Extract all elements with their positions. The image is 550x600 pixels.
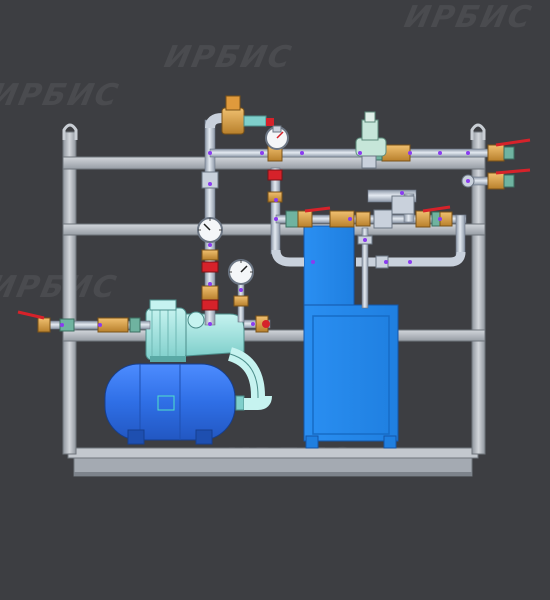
- expansion-tank: [104, 363, 245, 445]
- pressure-gauge-top: [265, 125, 289, 150]
- control-cabinet: [303, 225, 399, 449]
- fittings: [17, 95, 531, 333]
- base-platform: [67, 447, 479, 477]
- annotation-markers: [60, 151, 470, 327]
- booster-pump: [145, 299, 272, 410]
- pressure-gauge-riser: [197, 217, 223, 243]
- pressure-gauge-pump: [228, 259, 254, 285]
